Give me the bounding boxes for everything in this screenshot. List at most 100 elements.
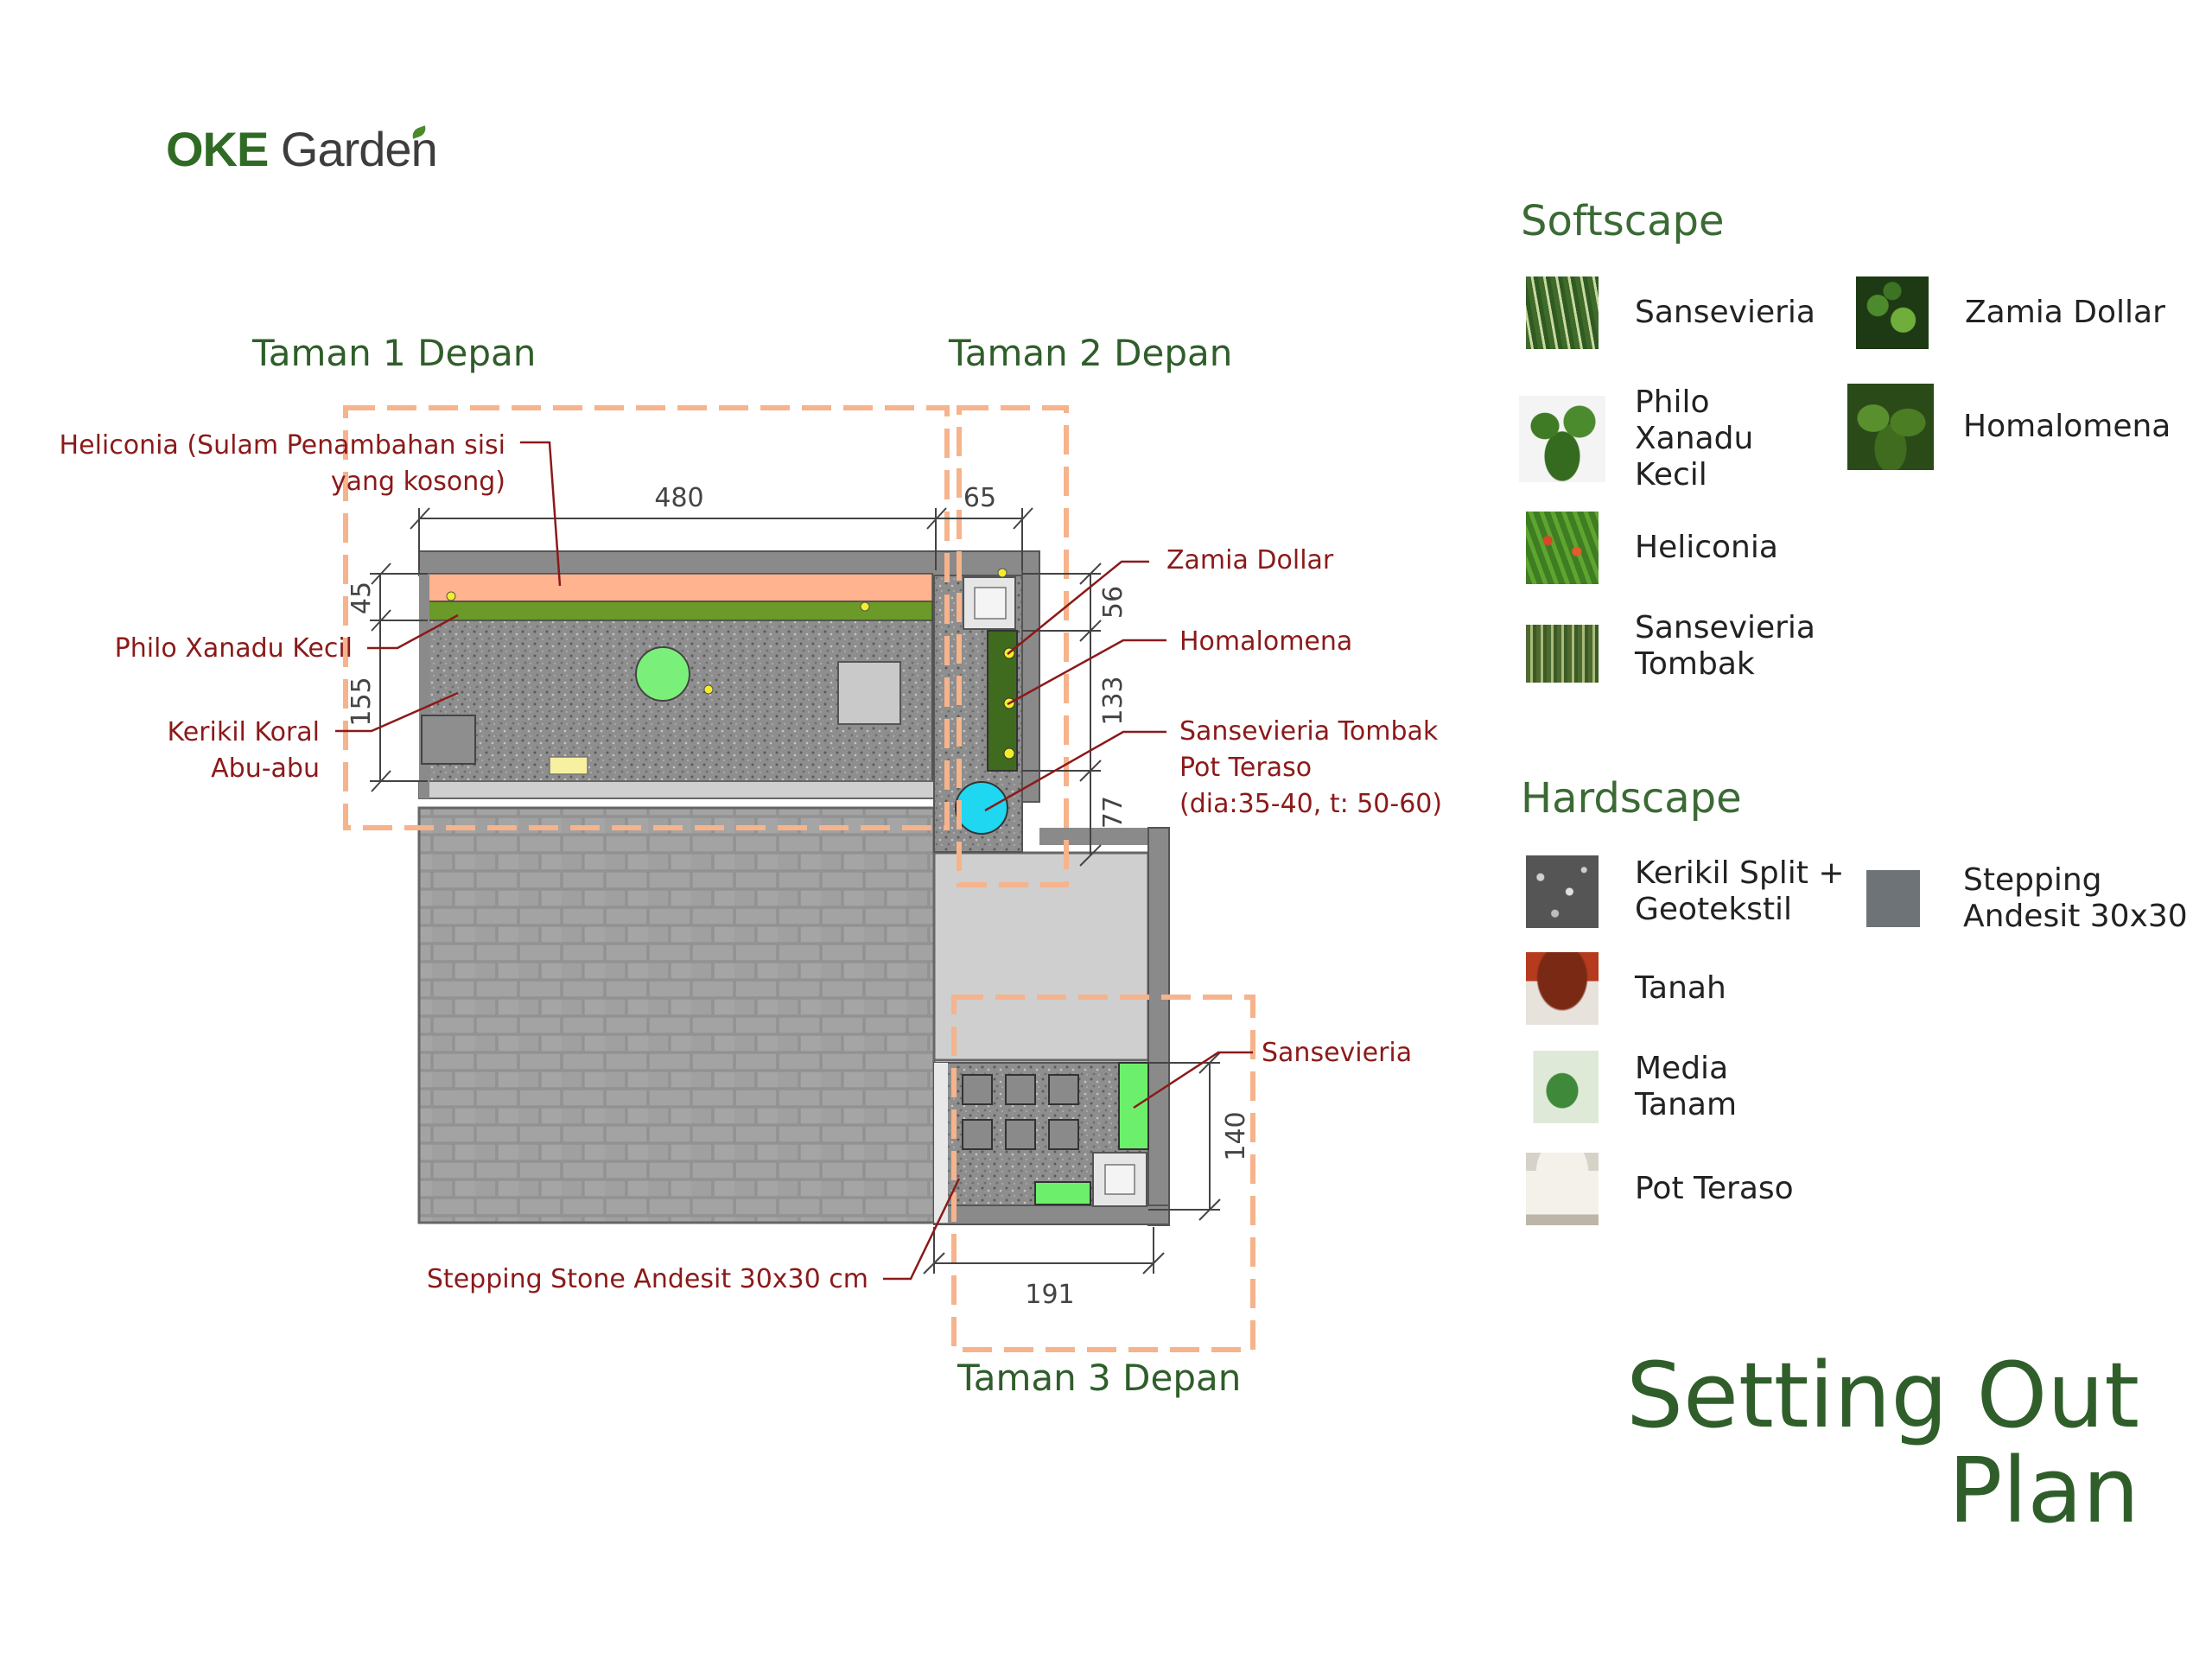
plant-dot <box>997 568 1007 578</box>
pot-inner <box>1104 1164 1135 1195</box>
plant-dot <box>703 684 714 695</box>
curb-t3 <box>934 1063 948 1223</box>
page-title-line2: Plan <box>1948 1438 2139 1543</box>
logo-oke: OKE <box>166 122 269 176</box>
stepping-stone <box>1048 1119 1079 1150</box>
stepping-stone <box>1048 1074 1079 1105</box>
hardscape-title: Hardscape <box>1521 774 1742 823</box>
plant-dot <box>1003 747 1015 760</box>
legend-label: Sansevieria <box>1635 295 1815 330</box>
dim-480: 480 <box>654 483 703 513</box>
stepping-stone <box>1005 1074 1036 1105</box>
sansevieria-bed <box>1034 1181 1091 1205</box>
legend-label: Kerikil Split + Geotekstil <box>1635 855 1845 927</box>
legend-item-sansevieria-tombak: Sansevieria Tombak <box>1526 610 1815 683</box>
stepping-stone <box>962 1119 993 1150</box>
callout-pot-teraso: Pot Teraso <box>1179 753 1312 783</box>
legend-item-kerikil: Kerikil Split + Geotekstil <box>1526 855 1845 928</box>
planting-media-photo-icon <box>1526 1051 1599 1123</box>
legend-item-philo: Philo Xanadu Kecil <box>1519 385 1753 493</box>
dim-140: 140 <box>1221 1111 1251 1160</box>
dim-133: 133 <box>1098 676 1128 725</box>
andesite-swatch-icon <box>1866 870 1920 927</box>
legend-item-media-tanam: Media Tanam <box>1526 1051 1737 1123</box>
heliconia-bed <box>427 573 933 602</box>
callout-sansevieria: Sansevieria <box>1262 1038 1412 1068</box>
callout-sans-tombak: Sansevieria Tombak <box>1179 716 1439 747</box>
legend-item-homalomena: Homalomena <box>1847 384 2171 470</box>
dimension-lines <box>370 507 1221 1274</box>
zone-title-taman2: Taman 2 Depan <box>949 332 1233 374</box>
callout-kerikil: Kerikil Koral <box>168 717 320 747</box>
pot-inner <box>974 587 1007 620</box>
logo-garden: Garden <box>280 122 438 176</box>
pot-plant-circle <box>635 646 690 702</box>
wall-step <box>1039 828 1169 845</box>
legend-label: Tanah <box>1635 970 1726 1006</box>
dim-65: 65 <box>963 483 996 513</box>
zone-title-taman3: Taman 3 Depan <box>957 1357 1242 1399</box>
legend-label: Heliconia <box>1635 530 1778 565</box>
page-title: Setting Out Plan <box>1626 1348 2139 1538</box>
pot-teraso-round <box>955 781 1008 835</box>
callout-homalomena: Homalomena <box>1179 626 1352 657</box>
page-title-line1: Setting Out <box>1626 1343 2139 1448</box>
legend-item-pot-teraso: Pot Teraso <box>1526 1153 1794 1225</box>
stepping-stone <box>962 1074 993 1105</box>
terrazzo-pot-photo-icon <box>1526 1153 1599 1225</box>
legend-label: Sansevieria Tombak <box>1635 610 1815 682</box>
dim-155: 155 <box>346 677 377 726</box>
curb-t1 <box>418 780 935 799</box>
zone-title-taman1: Taman 1 Depan <box>252 332 537 374</box>
site-plan: 480 65 45 155 56 133 77 140 191 Heliconi… <box>60 405 1442 1352</box>
logo: OKE Garden <box>166 121 453 177</box>
callout-kerikil-cont: Abu-abu <box>211 753 320 784</box>
plant-dot <box>446 591 456 601</box>
legend-label: Pot Teraso <box>1635 1171 1794 1206</box>
stepping-stone <box>1005 1119 1036 1150</box>
dim-56: 56 <box>1098 586 1128 619</box>
wall-right-t3 <box>1147 827 1170 1226</box>
legend-label: Zamia Dollar <box>1965 295 2165 330</box>
legend-item-tanah: Tanah <box>1526 952 1726 1025</box>
callout-heliconia: Heliconia (Sulam Penambahan sisi <box>60 430 505 461</box>
zamia-photo-icon <box>1856 276 1929 349</box>
callout-zamia: Zamia Dollar <box>1166 545 1334 575</box>
callout-philo: Philo Xanadu Kecil <box>115 633 353 664</box>
legend-item-zamia: Zamia Dollar <box>1856 276 2165 349</box>
softscape-title: Softscape <box>1521 197 1725 245</box>
sansevieria-tombak-photo-icon <box>1526 610 1599 683</box>
legend-label: Homalomena <box>1963 409 2171 444</box>
stepping-stone <box>421 715 476 765</box>
legend-item-heliconia: Heliconia <box>1526 512 1778 584</box>
callout-heliconia-cont: yang kosong) <box>331 467 505 497</box>
philo-bed <box>427 601 933 621</box>
sansevieria-photo-icon <box>1526 276 1599 349</box>
heliconia-photo-icon <box>1526 512 1599 584</box>
legend-label: Philo Xanadu Kecil <box>1635 385 1754 493</box>
gravel-photo-icon <box>1526 855 1599 928</box>
taman1-zone-outline <box>343 405 950 830</box>
dim-77: 77 <box>1098 796 1128 829</box>
callout-pot-size: (dia:35-40, t: 50-60) <box>1179 789 1442 819</box>
legend-label: Stepping Andesit 30x30 <box>1963 862 2188 934</box>
callout-leaders <box>335 441 1253 1281</box>
legend-label: Media Tanam <box>1635 1051 1738 1122</box>
stepping-stones-grid <box>962 1074 1079 1150</box>
philo-photo-icon <box>1519 396 1605 482</box>
soil-photo-icon <box>1526 952 1599 1025</box>
callout-stepping: Stepping Stone Andesit 30x30 cm <box>427 1264 868 1294</box>
dim-45: 45 <box>346 582 377 614</box>
taman3-zone-outline <box>951 995 1255 1352</box>
legend-item-stepping: Stepping Andesit 30x30 <box>1866 862 2188 935</box>
wall-bottom-t3 <box>933 1205 1170 1225</box>
sansevieria-bed <box>1118 1062 1149 1150</box>
stepping-stone <box>837 661 901 725</box>
paving-area <box>417 806 936 1224</box>
legend-item-sansevieria: Sansevieria <box>1526 276 1815 349</box>
wall-right-t2 <box>1021 550 1040 803</box>
dim-191: 191 <box>1025 1280 1074 1310</box>
plant-dot <box>860 601 870 612</box>
bench-marker <box>549 756 588 775</box>
homalomena-photo-icon <box>1847 384 1934 470</box>
